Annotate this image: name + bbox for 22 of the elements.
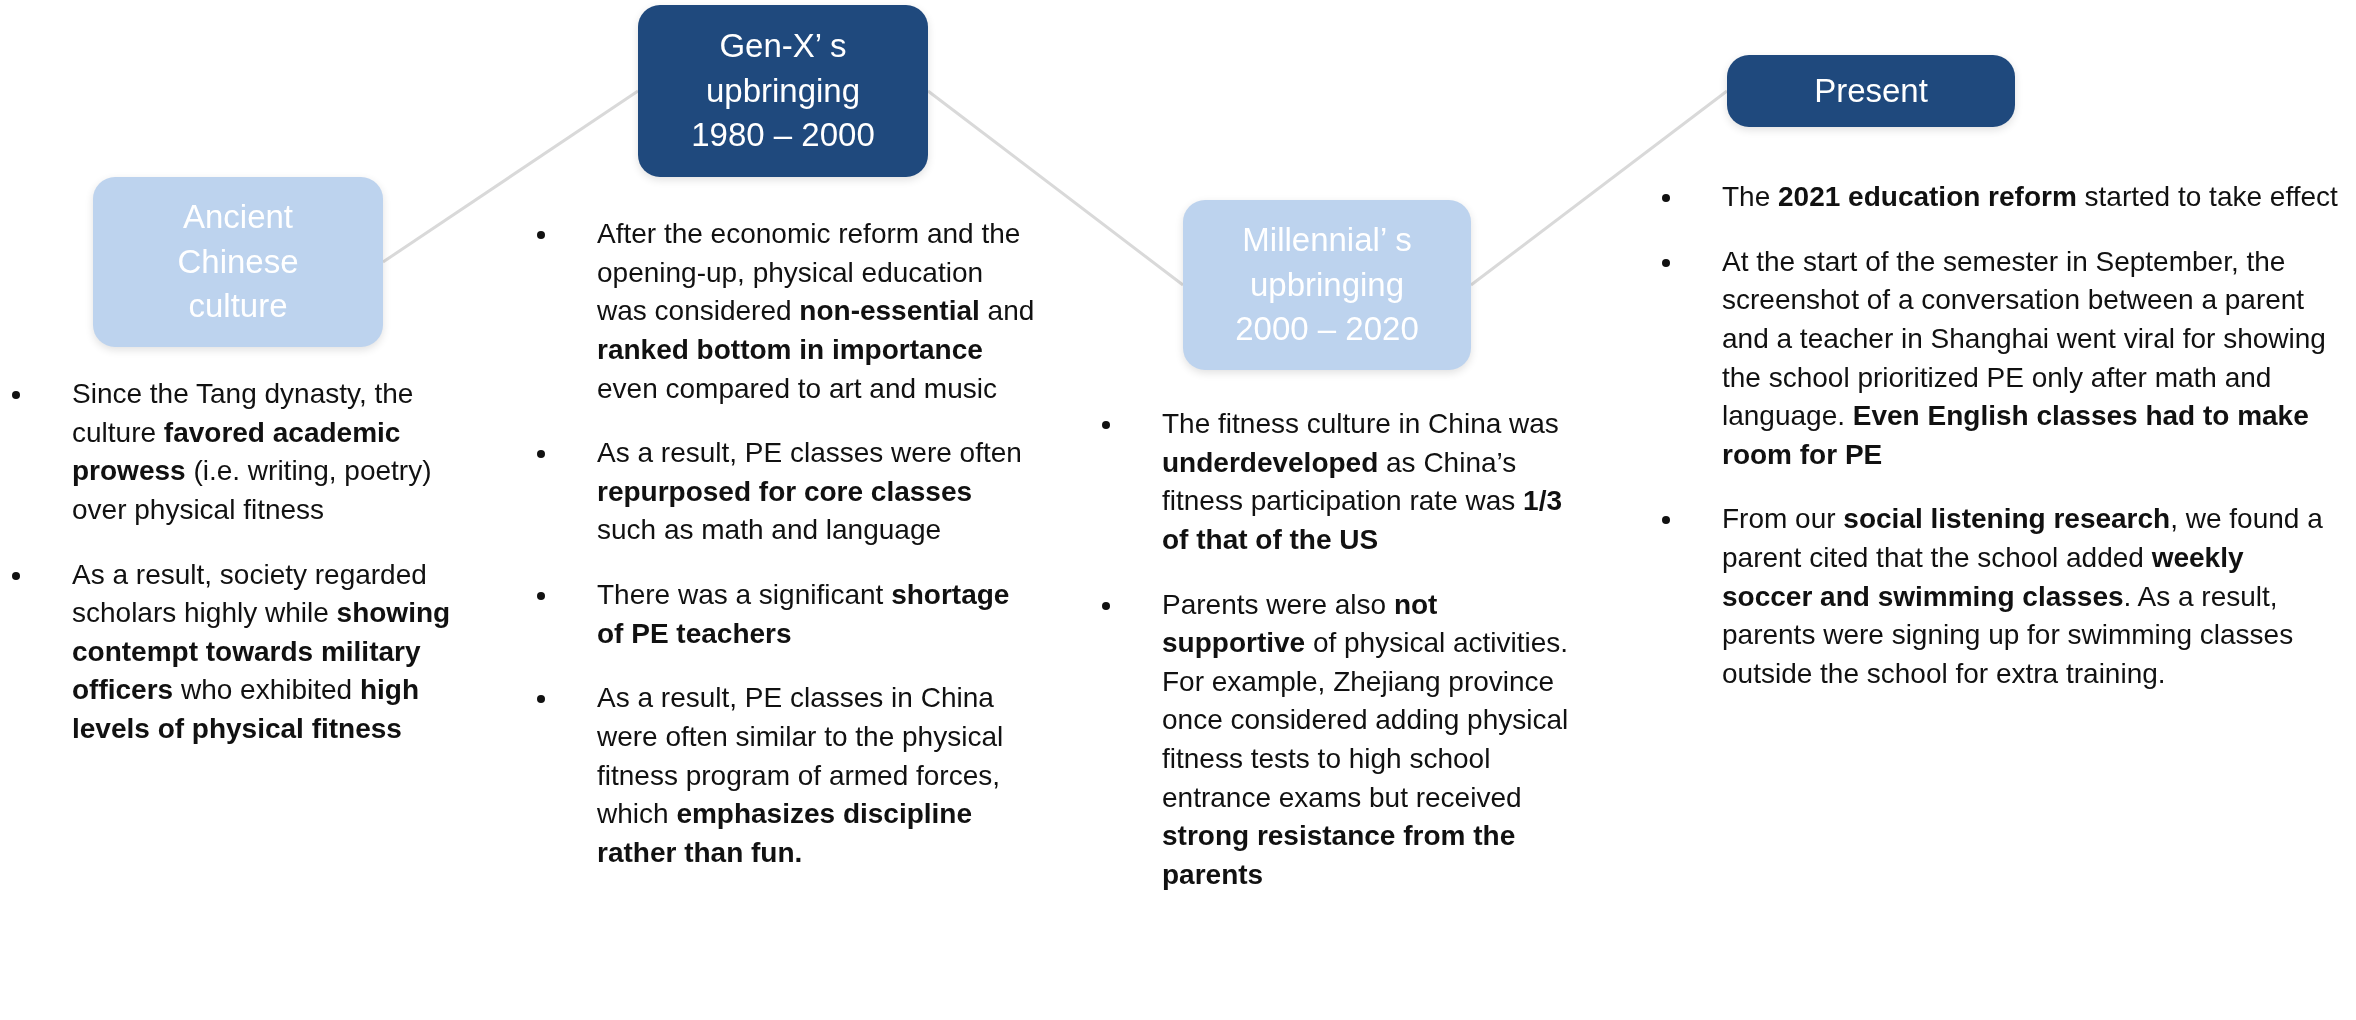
connector-line	[927, 89, 1184, 287]
period-label: Ancient Chinese culture	[176, 197, 300, 327]
bullet-text: As a result, PE classes in China were often similar to the physical fitness program of armed forces, which emphasizes discipline rather than fun.	[597, 681, 1005, 870]
period-box	[1727, 55, 2015, 127]
bullet-text: There was a significant shortage of PE teachers	[597, 578, 1011, 651]
bullet-text: Parents were also not supportive of physical activities. For example, Zhejiang province once considered adding physical fitness tests to high school entrance exams but received strong resistance from the parents	[1162, 587, 1570, 892]
connector-line	[382, 89, 639, 264]
bullet-text: As a result, society regarded scholars highly while showing contempt towards military officers who exhibited high levels of physical fitness	[72, 557, 452, 746]
bullet-text: From our social listening research, we found a parent cited that the school added weekly soccer and swimming classes. As a result, parents were signing up for swimming classes outside the school for extra training.	[1722, 502, 2324, 691]
connector-line	[1470, 89, 1728, 287]
bullet-text: The fitness culture in China was underdeveloped as China’s fitness participation rate was 1/3 of that of the US	[1162, 407, 1563, 557]
bullet-text: The 2021 education reform started to take effect	[1722, 180, 2339, 214]
period-label: Millennial’ s upbringing 2000 – 2020	[1234, 220, 1420, 350]
period-box	[1183, 200, 1471, 370]
bullet-text: Since the Tang dynasty, the culture favored academic prowess (i.e. writing, poetry) over physical fitness	[72, 377, 433, 527]
period-box	[93, 177, 383, 347]
period-label: Present	[1813, 70, 1929, 111]
bullet-text: At the start of the semester in September, the screenshot of a conversation between a parent and a teacher in Shanghai went viral for showing the school prioritized PE only after math and language. Even English classes had to make room for PE	[1722, 244, 2327, 472]
bullet-text: After the economic reform and the opening-up, physical education was considered non-essential and ranked bottom in importance even compared to art and music	[597, 217, 1035, 406]
bullet-text: As a result, PE classes were often repurposed for core classes such as math and language	[597, 436, 1023, 548]
period-box	[638, 5, 928, 177]
period-label: Gen-X’ s upbringing 1980 – 2000	[690, 26, 876, 156]
